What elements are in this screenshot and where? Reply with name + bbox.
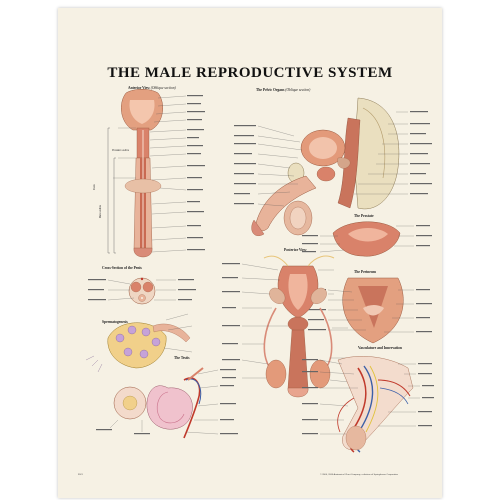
anterior-view-subtitle: (Oblique section) xyxy=(150,86,176,90)
penis-side-label: Penis xyxy=(94,184,96,190)
pelvic-organs-title-text: The Pelvic Organs xyxy=(256,88,285,92)
poster-artwork xyxy=(85,89,434,453)
pelvic-organs-illustration xyxy=(234,97,432,236)
prostatic-urethra-label: Prostatic urethra xyxy=(112,150,129,152)
anterior-view-title-text: Anterior View xyxy=(128,86,150,90)
anterior-view-illustration xyxy=(107,89,205,258)
perineum-illustration xyxy=(308,277,432,344)
pelvic-organs-title: The Pelvic Organs (Oblique section) xyxy=(256,88,310,92)
testis-illustration xyxy=(96,367,238,439)
penis-cross-section-illustration xyxy=(88,277,196,305)
cross-section-title: Cross-Section of the Penis xyxy=(102,266,142,270)
urethra-side-label: Male urethra xyxy=(100,205,102,218)
anterior-view-title: Anterior View (Oblique section) xyxy=(128,86,176,90)
spermatogenesis-title: Spermatogenesis xyxy=(102,320,128,324)
chart-code: 9521 xyxy=(78,474,83,476)
vasculature-title: Vasculature and Innervation xyxy=(358,346,402,350)
prostate-title: The Prostate xyxy=(354,214,374,218)
posterior-view-illustration xyxy=(222,255,349,398)
spermatogenesis-illustration xyxy=(85,313,193,373)
anatomy-poster: THE MALE REPRODUCTIVE SYSTEM xyxy=(58,8,442,498)
testis-title: The Testis xyxy=(174,356,190,360)
poster-title: THE MALE REPRODUCTIVE SYSTEM xyxy=(107,65,393,81)
prostate-illustration xyxy=(302,221,432,257)
perineum-title: The Perineum xyxy=(354,270,376,274)
posterior-view-title: Posterior View xyxy=(284,248,307,252)
copyright-notice: © 2000, 2006 Anatomical Chart Company, a… xyxy=(320,474,398,476)
vasculature-illustration xyxy=(302,356,434,453)
pelvic-organs-subtitle: (Oblique section) xyxy=(285,88,311,92)
